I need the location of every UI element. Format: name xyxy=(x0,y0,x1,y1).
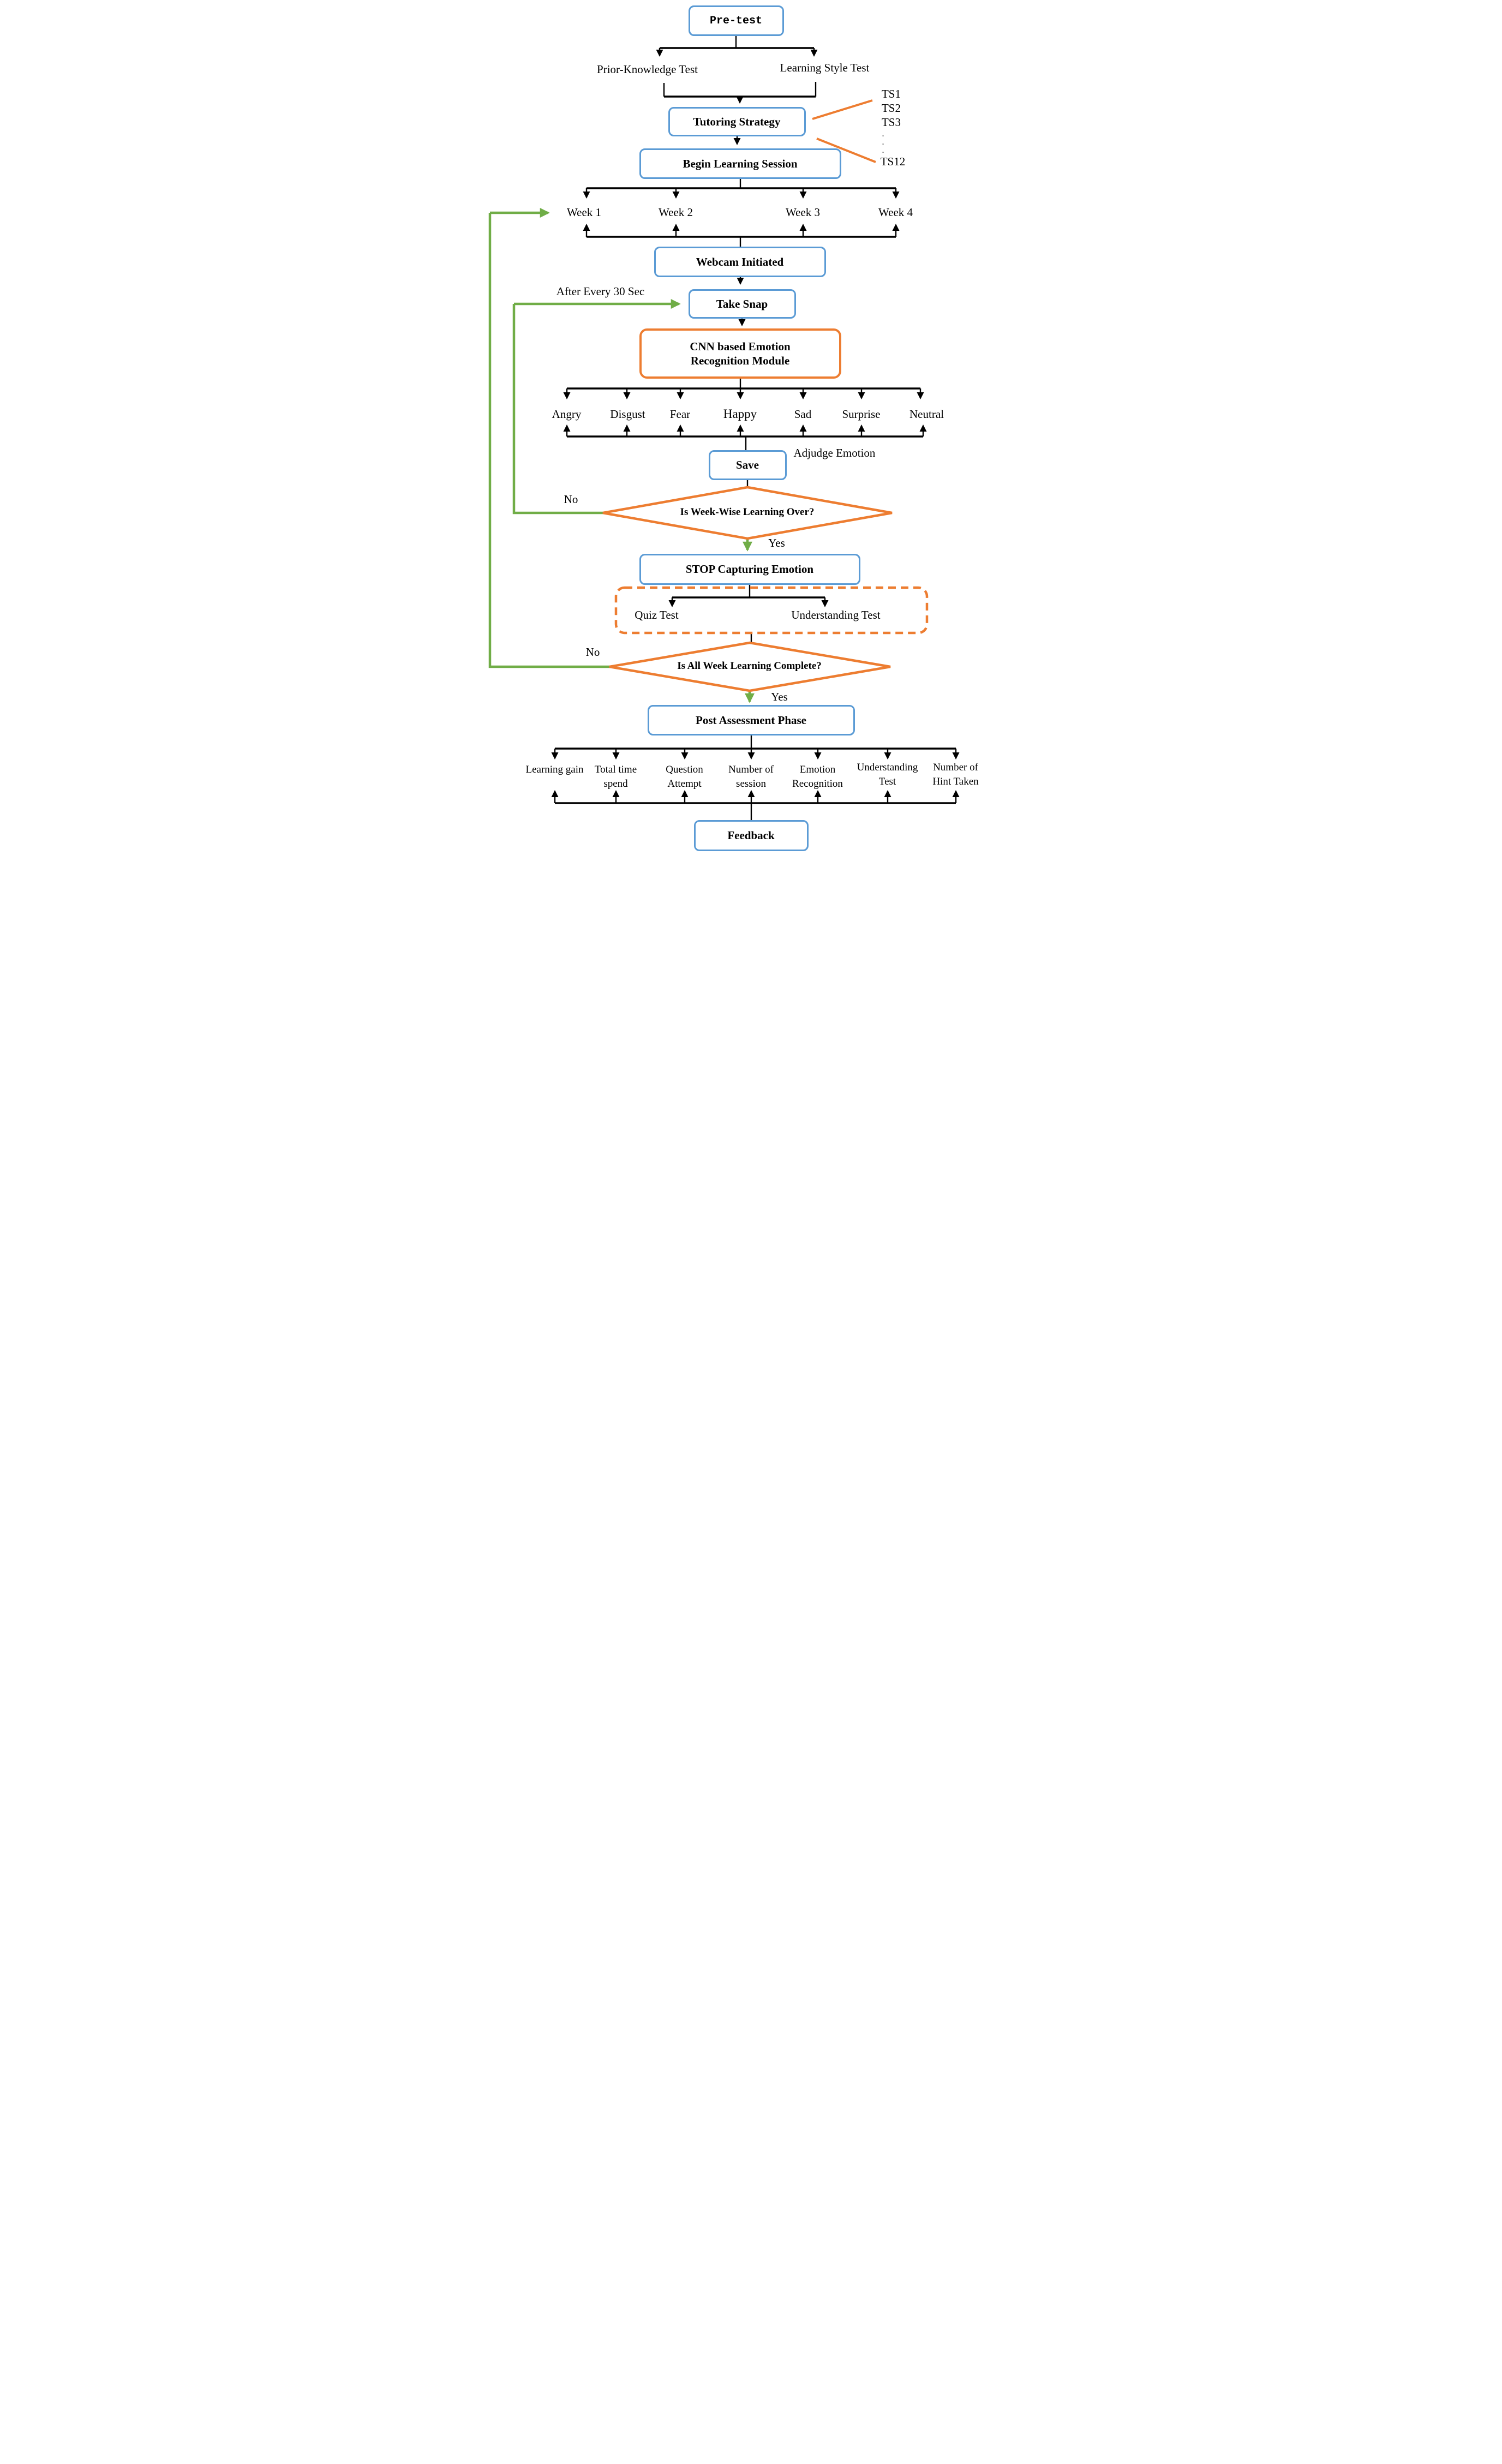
label-ts12: TS12 xyxy=(880,155,906,168)
node-save: Save xyxy=(708,450,787,480)
metric-line: Number of xyxy=(728,764,774,775)
label-no-week-wise: No xyxy=(564,493,578,506)
assessment-dashed-group xyxy=(614,586,928,635)
ts-fan-lines xyxy=(811,99,876,163)
label-learning-style-test: Learning Style Test xyxy=(780,61,870,74)
label-ts2: TS2 xyxy=(881,101,901,115)
label-week-4: Week 4 xyxy=(878,206,913,219)
node-webcam-initiated-label: Webcam Initiated xyxy=(696,255,784,268)
loop-outer-all-week xyxy=(488,208,609,668)
node-tutoring-strategy-label: Tutoring Strategy xyxy=(693,115,781,128)
label-understanding-test: Understanding Test xyxy=(791,608,881,621)
metric-emotion-recognition: Emotion Recognition xyxy=(784,763,852,791)
node-cnn-emotion-module: CNN based Emotion Recognition Module xyxy=(639,328,841,379)
metric-line: Learning gain xyxy=(525,764,584,775)
metric-learning-gain: Learning gain xyxy=(521,763,589,777)
node-feedback-label: Feedback xyxy=(727,829,775,842)
loop-inner-every-30sec xyxy=(512,299,681,515)
node-take-snap: Take Snap xyxy=(688,289,796,319)
label-emotion-disgust: Disgust xyxy=(610,408,645,421)
label-no-all-week: No xyxy=(585,645,600,659)
node-stop-capturing-emotion: STOP Capturing Emotion xyxy=(639,554,860,585)
decision-all-week-label: Is All Week Learning Complete? xyxy=(677,660,822,672)
label-adjudge-emotion: Adjudge Emotion xyxy=(793,446,876,459)
label-prior-knowledge-test: Prior-Knowledge Test xyxy=(597,63,698,76)
label-quiz-test: Quiz Test xyxy=(635,608,679,621)
ts-ellipsis: . . . xyxy=(882,129,884,155)
node-cnn-line2: Recognition Module xyxy=(690,354,790,367)
node-pre-test-label: Pre-test xyxy=(709,14,762,27)
label-emotion-surprise: Surprise xyxy=(842,408,881,421)
node-post-assessment-phase-label: Post Assessment Phase xyxy=(696,713,806,727)
metric-total-time-spend: Total time spend xyxy=(582,763,650,791)
label-emotion-sad: Sad xyxy=(794,408,812,421)
metric-number-of-hint-taken: Number of Hint Taken xyxy=(922,761,990,789)
label-emotion-neutral: Neutral xyxy=(909,408,944,421)
label-week-1: Week 1 xyxy=(566,206,602,219)
node-take-snap-label: Take Snap xyxy=(716,297,768,310)
label-yes-week-wise: Yes xyxy=(768,536,785,549)
node-feedback: Feedback xyxy=(693,820,809,851)
decision-all-week-diamond xyxy=(609,641,890,692)
node-cnn-line1: CNN based Emotion xyxy=(690,339,791,353)
label-emotion-happy: Happy xyxy=(723,407,757,421)
metric-understanding-test: Understanding Test xyxy=(854,761,921,789)
node-webcam-initiated: Webcam Initiated xyxy=(654,247,826,277)
metric-line: Emotion xyxy=(799,764,836,775)
metric-line: spend xyxy=(603,778,628,790)
label-ts1: TS1 xyxy=(881,87,901,100)
metric-line: Question xyxy=(666,764,703,775)
metric-number-of-session: Number of session xyxy=(717,763,785,791)
metric-line: Understanding xyxy=(857,762,918,773)
decision-week-wise-diamond xyxy=(602,486,892,540)
metric-line: Test xyxy=(878,776,896,787)
metric-line: Total time xyxy=(594,764,637,775)
label-emotion-fear: Fear xyxy=(669,408,691,421)
node-begin-learning-session: Begin Learning Session xyxy=(639,148,841,179)
label-yes-all-week: Yes xyxy=(771,690,788,703)
black-connectors xyxy=(550,36,960,820)
yes-arrows xyxy=(742,539,755,703)
node-tutoring-strategy: Tutoring Strategy xyxy=(668,107,806,136)
label-emotion-angry: Angry xyxy=(552,408,582,421)
metric-line: Recognition xyxy=(792,778,843,790)
flowchart: Pre-test Prior-Knowledge Test Learning S… xyxy=(483,0,1019,877)
node-begin-learning-session-label: Begin Learning Session xyxy=(683,157,798,170)
node-post-assessment-phase: Post Assessment Phase xyxy=(647,705,855,735)
label-after-every-30-sec: After Every 30 Sec xyxy=(556,285,645,298)
metric-line: Hint Taken xyxy=(932,776,979,787)
metric-question-attempt: Question Attempt xyxy=(651,763,719,791)
node-pre-test: Pre-test xyxy=(688,5,784,36)
label-week-3: Week 3 xyxy=(785,206,821,219)
metric-line: Attempt xyxy=(667,778,702,790)
node-stop-capturing-emotion-label: STOP Capturing Emotion xyxy=(685,563,814,576)
decision-week-wise-label: Is Week-Wise Learning Over? xyxy=(680,506,815,518)
metric-line: Number of xyxy=(933,762,978,773)
label-week-2: Week 2 xyxy=(658,206,693,219)
label-ts3: TS3 xyxy=(881,116,901,129)
metric-line: session xyxy=(736,778,766,790)
node-save-label: Save xyxy=(736,458,759,472)
flow-connectors xyxy=(488,36,960,820)
